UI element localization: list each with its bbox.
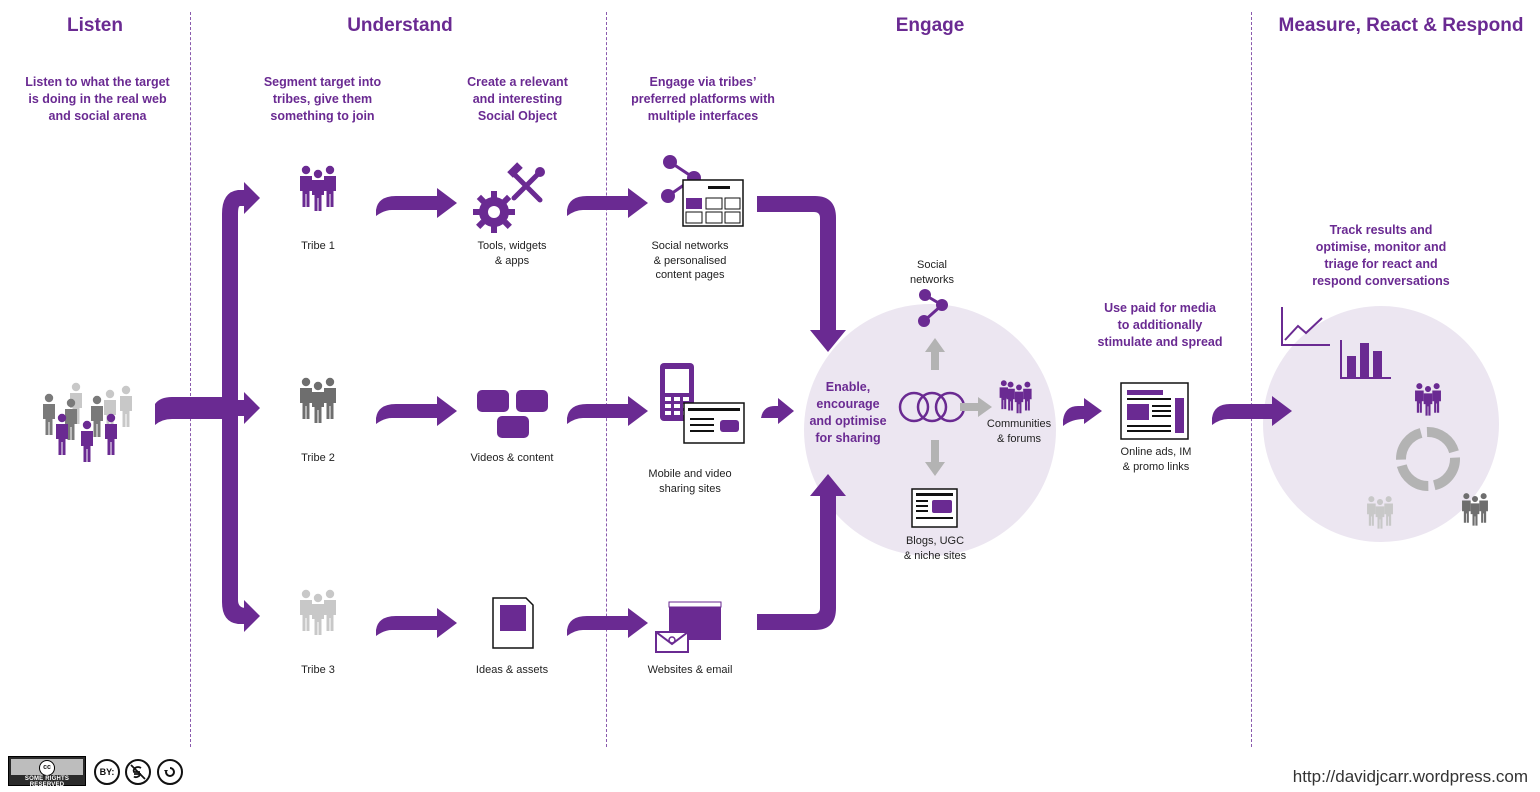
cc-icon: cc xyxy=(39,760,55,776)
sharing-circle xyxy=(804,304,1056,556)
tribe-1-icon xyxy=(300,166,336,211)
footer-url[interactable]: http://davidjcarr.wordpress.com xyxy=(1292,767,1528,786)
intro-segment-line: tribes, give them xyxy=(272,92,373,106)
divider-understand-engage xyxy=(606,12,607,747)
intro-listen-line: is doing in the real web xyxy=(28,92,167,106)
blog-page-icon xyxy=(911,488,958,528)
by-attribution-icon: BY: xyxy=(94,759,120,785)
crowd-icon xyxy=(43,382,132,462)
web-platform-caption: Websites & email xyxy=(647,664,733,676)
sharing-center-line: for sharing xyxy=(815,431,881,445)
cc-badge-top: cc xyxy=(11,759,83,776)
social-platform-caption: Social networks & personalised content p… xyxy=(630,239,750,283)
communities-caption-line: & forums xyxy=(996,432,1041,445)
videos-icon xyxy=(477,390,548,438)
phase-engage: Engage xyxy=(895,15,965,36)
website-email-icon xyxy=(655,601,722,653)
ideas-caption: Ideas & assets xyxy=(475,664,549,676)
social-platform-caption-line: content pages xyxy=(655,269,725,281)
intro-listen: Listen to what the target is doing in th… xyxy=(10,74,185,125)
tribe-2-icon xyxy=(300,378,336,423)
social-networks-caption: Social networks xyxy=(892,258,972,287)
phase-listen: Listen xyxy=(67,15,123,36)
intro-segment-line: Segment target into xyxy=(263,75,382,89)
social-network-page-icon xyxy=(661,155,744,227)
intro-listen-line: Listen to what the target xyxy=(25,75,170,89)
intro-create-line: and interesting xyxy=(472,92,563,106)
intro-engage: Engage via tribes’ preferred platforms w… xyxy=(612,74,794,125)
cc-license-badge[interactable]: cc SOME RIGHTS RESERVED xyxy=(8,756,86,788)
measure-text-line: triage for react and xyxy=(1324,257,1438,271)
blogs-caption-line: & niche sites xyxy=(903,549,967,562)
tribe-1-label: Tribe 1 xyxy=(301,240,335,252)
divider-listen-understand xyxy=(190,12,191,747)
share-alike-icon xyxy=(157,759,183,785)
sharing-center-line: Enable, xyxy=(825,380,871,394)
paid-media-title: Use paid for media to additionally stimu… xyxy=(1080,300,1240,351)
intro-create: Create a relevant and interesting Social… xyxy=(440,74,595,125)
line-chart-icon xyxy=(1281,307,1330,346)
hub-arrows xyxy=(925,338,992,476)
communities-caption-line: Communities xyxy=(986,418,1052,430)
mobile-platform-caption-line: sharing sites xyxy=(659,482,721,495)
tools-caption-line: & apps xyxy=(494,254,530,267)
non-commercial-icon xyxy=(125,759,151,785)
bar-chart-icon xyxy=(1340,340,1391,379)
blogs-caption: Blogs, UGC & niche sites xyxy=(890,534,980,563)
intro-create-line: Create a relevant xyxy=(467,75,568,89)
tribe-3-icon xyxy=(300,590,336,635)
tribe-3-label: Tribe 3 xyxy=(301,664,335,676)
intro-engage-line: Engage via tribes’ xyxy=(649,75,757,89)
phase-measure: Measure, React & Respond xyxy=(1278,15,1524,36)
paid-media-title-line: Use paid for media xyxy=(1104,301,1216,315)
tools-caption: Tools, widgets & apps xyxy=(452,239,572,268)
paid-media-title-line: to additionally xyxy=(1117,318,1203,332)
paid-media-title-line: stimulate and spread xyxy=(1097,335,1223,349)
flow-arrows xyxy=(155,182,1292,638)
share-alike-glyph xyxy=(164,767,175,777)
mobile-platform-caption: Mobile and video sharing sites xyxy=(630,467,750,496)
videos-caption: Videos & content xyxy=(470,452,554,464)
social-platform-caption-line: & personalised xyxy=(653,254,727,267)
measure-text: Track results and optimise, monitor and … xyxy=(1296,222,1466,290)
communities-caption: Communities & forums xyxy=(978,417,1060,446)
paid-media-caption-line: & promo links xyxy=(1122,460,1190,473)
mobile-video-icon xyxy=(660,363,745,444)
phase-understand: Understand xyxy=(347,15,453,36)
measure-people-dark-icon xyxy=(1462,493,1488,526)
tools-caption-line: Tools, widgets xyxy=(477,240,547,252)
sharing-rings-icon xyxy=(898,391,966,423)
cycle-icon xyxy=(1396,427,1460,491)
measure-text-line: respond conversations xyxy=(1312,274,1450,288)
blogs-caption-line: Blogs, UGC xyxy=(905,535,965,547)
mobile-platform-caption-line: Mobile and video xyxy=(648,468,732,480)
tools-gear-icon xyxy=(473,162,545,233)
intro-segment: Segment target into tribes, give them so… xyxy=(240,74,405,125)
cc-badge-label: SOME RIGHTS RESERVED xyxy=(24,776,70,788)
paid-media-caption: Online ads, IM & promo links xyxy=(1104,445,1208,474)
document-icon xyxy=(492,597,534,649)
online-ad-page-icon xyxy=(1120,382,1189,440)
intro-segment-line: something to join xyxy=(270,109,375,123)
intro-engage-line: preferred platforms with xyxy=(631,92,775,106)
social-node-icon xyxy=(918,289,948,327)
intro-create-line: Social Object xyxy=(477,109,558,123)
intro-listen-line: and social arena xyxy=(48,109,147,123)
intro-engage-line: multiple interfaces xyxy=(647,109,759,123)
social-networks-caption-line: Social xyxy=(917,259,947,271)
divider-engage-measure xyxy=(1251,12,1252,747)
measure-text-line: Track results and xyxy=(1329,223,1433,237)
sharing-center-line: and optimise xyxy=(809,414,887,428)
non-commercial-glyph xyxy=(130,764,146,780)
measure-text-line: optimise, monitor and xyxy=(1315,240,1447,254)
social-networks-caption-line: networks xyxy=(909,273,955,286)
social-platform-caption-line: Social networks xyxy=(651,240,729,252)
paid-media-caption-line: Online ads, IM xyxy=(1120,446,1192,458)
sharing-center-line: encourage xyxy=(816,397,880,411)
tribe-2-label: Tribe 2 xyxy=(301,452,335,464)
sharing-center-text: Enable, encourage and optimise for shari… xyxy=(800,379,896,447)
